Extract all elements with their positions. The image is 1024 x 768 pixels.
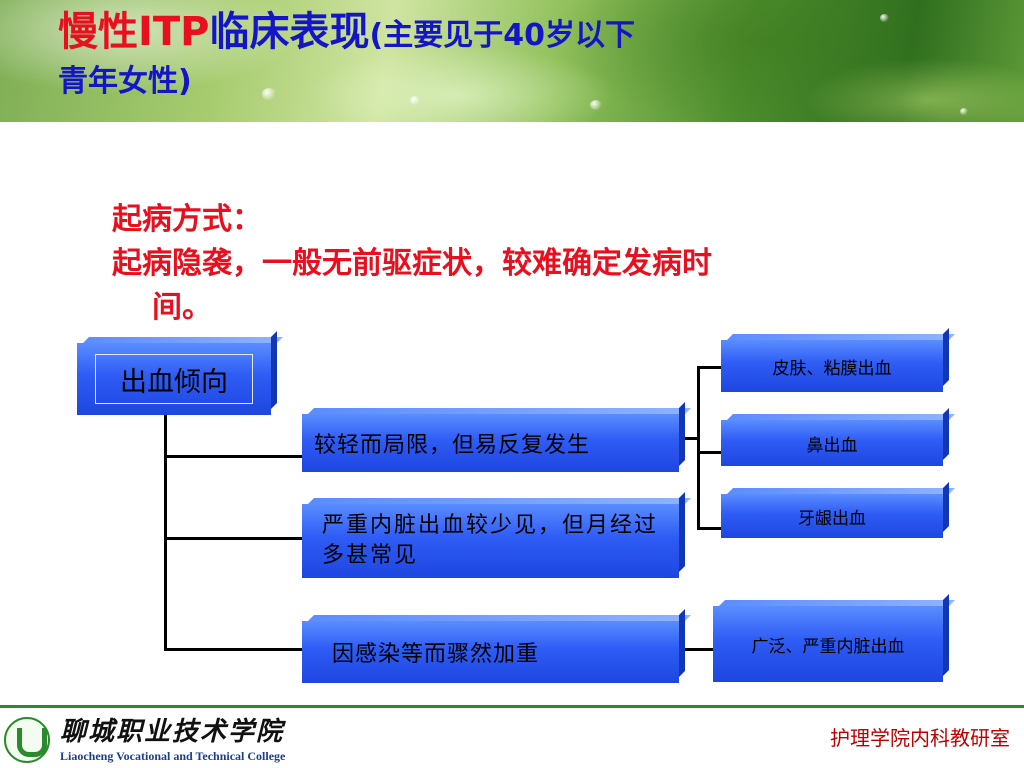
connector-line [697, 527, 722, 530]
college-name-cn: 聊城职业技术学院 [60, 717, 285, 747]
connector-line [680, 437, 700, 440]
title-blue-part: 临床表现 [209, 9, 370, 55]
water-drop [590, 100, 602, 110]
branch-box-label: 较轻而局限，但易反复发生 [314, 433, 591, 458]
leaf-box-gum: 牙龈出血 [721, 494, 943, 538]
page-title: 慢性ITP临床表现(主要见于40岁以下 青年女性) [58, 4, 938, 103]
connector-line [164, 455, 304, 458]
college-logo-icon [4, 717, 50, 763]
leaf-box-label: 皮肤、粘膜出血 [772, 358, 892, 379]
connector-line [697, 366, 722, 369]
onset-description: 起病方式： 起病隐袭，一般无前驱症状，较难确定发病时 间。 [112, 198, 712, 330]
leaf-box-nose: 鼻出血 [721, 420, 943, 466]
footer-divider [0, 705, 1024, 708]
department-label: 护理学院内科教研室 [830, 726, 1010, 750]
connector-line [164, 537, 304, 540]
connector-line [697, 366, 700, 530]
onset-heading: 起病方式： [112, 202, 262, 237]
root-box-label: 出血倾向 [120, 366, 228, 398]
onset-text: 起病隐袭，一般无前驱症状，较难确定发病时 [112, 246, 712, 281]
connector-line [680, 648, 715, 651]
water-drop [262, 88, 276, 100]
leaf-box-label: 牙龈出血 [798, 508, 866, 529]
title-red-part: 慢性ITP [58, 9, 210, 55]
title-subtitle-line1: (主要见于40岁以下 [369, 18, 635, 53]
water-drop [960, 108, 968, 115]
branch-box-infection: 因感染等而骤然加重 [302, 621, 679, 683]
water-drop [880, 14, 889, 22]
branch-box-label: 因感染等而骤然加重 [332, 642, 540, 667]
branch-box-mild: 较轻而局限，但易反复发生 [302, 414, 679, 472]
title-subtitle-line2: 青年女性) [58, 63, 192, 99]
branch-box-severe: 严重内脏出血较少见，但月经过多甚常见 [302, 504, 679, 578]
connector-line [164, 648, 304, 651]
header-banner: 慢性ITP临床表现(主要见于40岁以下 青年女性) [0, 0, 1024, 122]
college-name-en: Liaocheng Vocational and Technical Colle… [60, 749, 286, 763]
leaf-box-skin-mucosa: 皮肤、粘膜出血 [721, 340, 943, 392]
onset-text-continued: 间。 [152, 290, 212, 325]
connector-line [697, 451, 722, 454]
root-box-inner: 出血倾向 [95, 354, 253, 404]
leaf-box-label: 广泛、严重内脏出血 [751, 636, 905, 657]
leaf-box-label: 鼻出血 [806, 435, 858, 456]
water-drop [410, 96, 420, 105]
footer-college: 聊城职业技术学院 Liaocheng Vocational and Techni… [4, 712, 285, 768]
branch-box-label: 严重内脏出血较少见，但月经过多甚常见 [322, 513, 659, 568]
leaf-box-visceral: 广泛、严重内脏出血 [713, 606, 943, 682]
connector-line [164, 414, 167, 650]
root-box-bleeding-tendency: 出血倾向 [77, 343, 271, 415]
